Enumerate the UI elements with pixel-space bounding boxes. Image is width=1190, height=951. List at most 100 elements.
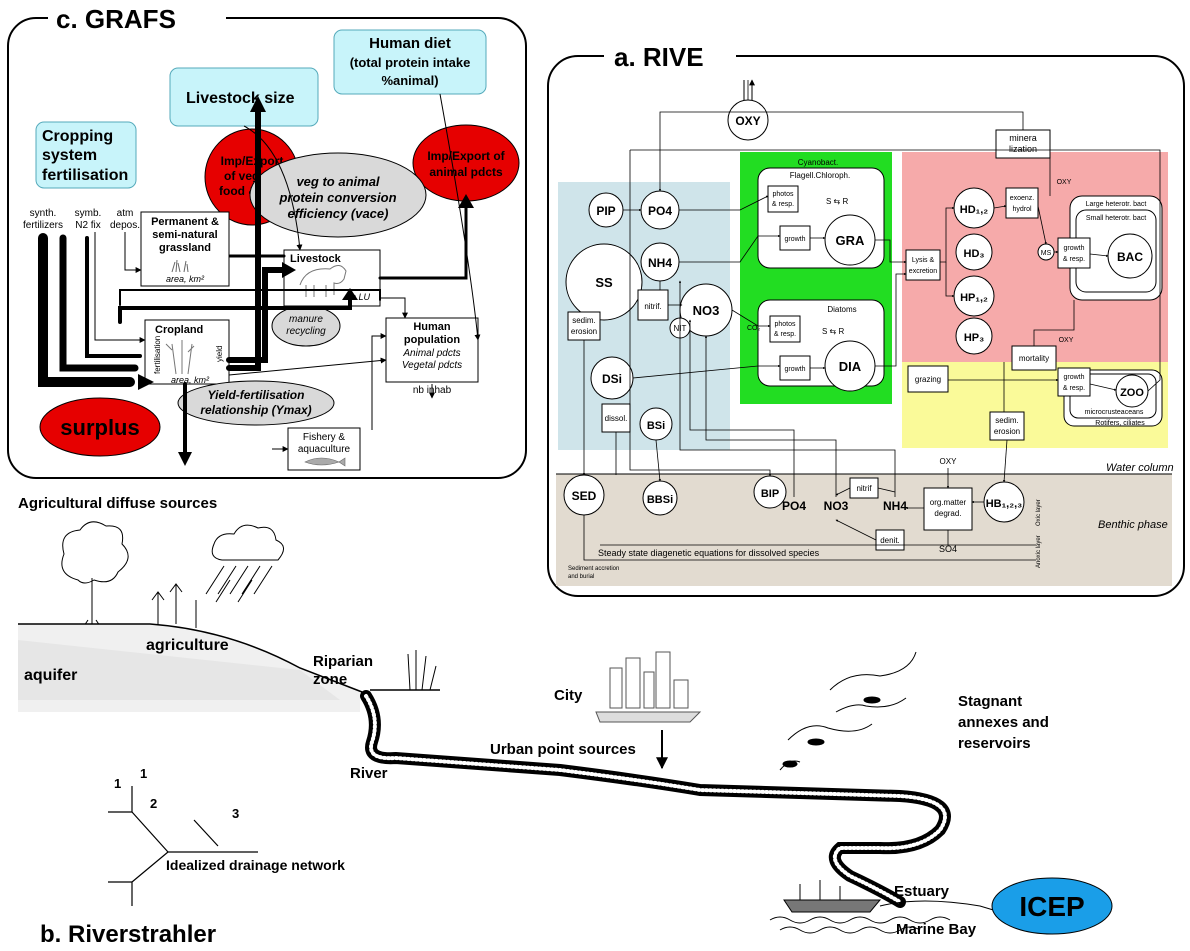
benthic-phase-label: Benthic phase bbox=[1098, 519, 1168, 531]
human-diet-label-3: %animal) bbox=[381, 73, 438, 88]
yield-label: yield bbox=[215, 346, 224, 362]
rain-cloud-icon bbox=[205, 524, 284, 603]
grafs-frame bbox=[7, 17, 527, 479]
sediment-acc-label-2: and burial bbox=[568, 574, 594, 580]
grass-icon bbox=[171, 259, 189, 273]
ms-label: MS bbox=[1041, 250, 1052, 257]
reed-icon bbox=[407, 650, 437, 691]
vace-oval bbox=[249, 152, 427, 238]
growth-resp-1-label-1: growth bbox=[1063, 245, 1084, 252]
photos-1-label-1: photos bbox=[772, 191, 794, 198]
oxy-label-red-1: OXY bbox=[1057, 179, 1072, 186]
sedim-erosion-box bbox=[567, 311, 601, 341]
mineralization-label-1: minera bbox=[1009, 133, 1037, 143]
nitrif-b-label: nitrif bbox=[856, 484, 872, 493]
hb-label: HB₁,₂,₃ bbox=[986, 498, 1023, 510]
hp12-label: HP₁,₂ bbox=[960, 292, 988, 304]
aquifer-label: aquifer bbox=[24, 667, 77, 684]
rive-frame bbox=[547, 55, 1185, 597]
estuary-land bbox=[879, 900, 1001, 913]
sedim-erosion-2-label-1: sedim. bbox=[995, 416, 1019, 425]
ship-icon bbox=[769, 880, 951, 934]
rive-title: a. RIVE bbox=[614, 42, 704, 72]
hd12-label: HD₁,₂ bbox=[960, 204, 988, 216]
cropland-box bbox=[144, 319, 230, 385]
icep-oval bbox=[991, 877, 1113, 935]
cropping-label-3: fertilisation bbox=[42, 167, 128, 184]
sedim-erosion-box-2 bbox=[989, 411, 1025, 441]
steady-state-label: Steady state diagenetic equations for di… bbox=[598, 548, 820, 558]
bsi-label: BSi bbox=[647, 420, 665, 432]
growth-resp-box-2 bbox=[1057, 367, 1091, 397]
org-matter-label-1: org.matter bbox=[930, 498, 967, 507]
s-r-label-1: S ⇆ R bbox=[826, 197, 848, 206]
atm-label-2: depos. bbox=[110, 220, 140, 231]
animal-pdcts: Animal pdcts bbox=[402, 348, 460, 359]
no3-label: NO3 bbox=[693, 303, 720, 318]
exoenz-label-1: exoenz. bbox=[1010, 195, 1035, 202]
stagnant-label-3: reservoirs bbox=[958, 735, 1031, 752]
dsi-label: DSi bbox=[602, 372, 622, 386]
cropping-box bbox=[35, 121, 137, 189]
nh4-b-label: NH4 bbox=[883, 499, 907, 513]
oxy-label-red-2: OXY bbox=[1059, 337, 1074, 344]
sedim-erosion-label-2: erosion bbox=[571, 327, 597, 336]
drainage-network bbox=[108, 786, 258, 906]
imp-animal-oval bbox=[412, 124, 520, 202]
cropping-label-1: Cropping bbox=[42, 128, 113, 145]
grassland-label-3: grassland bbox=[159, 242, 211, 254]
city-label: City bbox=[554, 687, 583, 704]
co2-label: CO₂ bbox=[747, 325, 761, 332]
bip-label: BIP bbox=[761, 488, 779, 500]
dissol-label: dissol. bbox=[605, 414, 628, 423]
zoo-label: ZOO bbox=[1120, 387, 1144, 399]
human-pop-label-1: Human bbox=[413, 321, 451, 333]
fertilisation-label: fertilisation bbox=[153, 336, 162, 374]
grafs-panel: c. GRAFS Cropping system fertilisation L… bbox=[7, 4, 527, 479]
surplus-label: surplus bbox=[60, 415, 139, 440]
gra-label: GRA bbox=[836, 233, 866, 248]
yield-fert-label-2: relationship (Ymax) bbox=[200, 403, 311, 417]
mineralization-box bbox=[995, 129, 1051, 159]
human-pop-box bbox=[385, 317, 479, 383]
vace-label-3: efficiency (vace) bbox=[288, 206, 389, 221]
fishery-label-1: Fishery & bbox=[303, 432, 346, 443]
rotifers-label: Rotifers, ciliates bbox=[1095, 420, 1145, 427]
synth-label-2: fertilizers bbox=[23, 220, 63, 231]
yield-fert-label-1: Yield-fertilisation bbox=[208, 388, 305, 402]
cyanobact-label: Cyanobact. bbox=[798, 158, 838, 167]
agriculture-label: agriculture bbox=[146, 637, 229, 654]
vegetal-pdcts: Vegetal pdcts bbox=[402, 360, 462, 371]
growth-resp-2-label-1: growth bbox=[1063, 374, 1084, 381]
oxic-label: Oxic layer bbox=[1036, 499, 1042, 526]
lysis-label-2: excretion bbox=[909, 268, 938, 275]
grazing-label: grazing bbox=[915, 375, 941, 384]
water-column-label: Water column bbox=[1106, 462, 1174, 474]
grassland-label-2: semi-natural bbox=[152, 229, 217, 241]
nh4-label: NH4 bbox=[648, 256, 672, 270]
large-bact-label: Large heterotr. bact bbox=[1086, 201, 1147, 208]
photos-box-2 bbox=[769, 315, 801, 343]
grafs-arrowheads bbox=[138, 96, 474, 466]
vace-label-2: protein conversion bbox=[278, 190, 396, 205]
manure-label-2: recycling bbox=[286, 326, 326, 337]
denit-label: denit. bbox=[880, 536, 900, 545]
photos-box-1 bbox=[767, 185, 799, 213]
aquifer-dots bbox=[18, 640, 340, 700]
microcrust-label: microcrusteaceans bbox=[1085, 409, 1144, 416]
riverstrahler-title: b. Riverstrahler bbox=[40, 921, 216, 948]
grafs-title: c. GRAFS bbox=[56, 4, 176, 34]
nitrif-label: nitrif. bbox=[644, 302, 661, 311]
grafs-thin-flows bbox=[94, 93, 481, 452]
diatoms-label: Diatoms bbox=[827, 305, 856, 314]
oxy-label: OXY bbox=[735, 114, 760, 128]
ss-node bbox=[565, 243, 643, 321]
grafs-thick-flows bbox=[38, 107, 468, 457]
cropland-area: area, km² bbox=[171, 375, 210, 385]
org-matter-box bbox=[923, 487, 973, 531]
growth-box-2 bbox=[779, 355, 811, 381]
s-r-label-2: S ⇆ R bbox=[822, 327, 844, 336]
crop-icon bbox=[165, 340, 195, 375]
cropland-label: Cropland bbox=[155, 324, 203, 336]
growth-resp-2-label-2: & resp. bbox=[1063, 385, 1085, 392]
